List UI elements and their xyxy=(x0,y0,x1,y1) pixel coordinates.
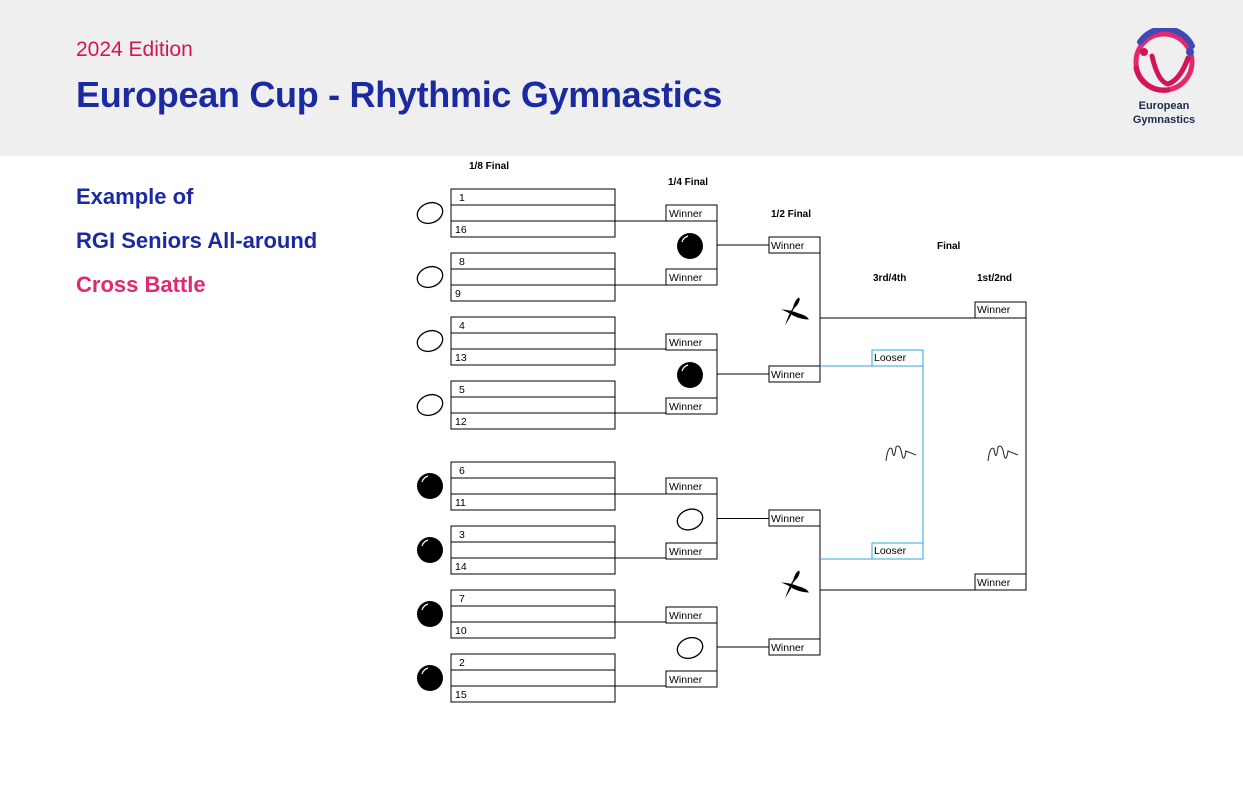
final-winner-label: Winner xyxy=(977,304,1011,316)
seed-label: 10 xyxy=(455,625,467,637)
hoop-icon xyxy=(416,201,444,225)
sf-winner-label: Winner xyxy=(771,642,805,654)
round-label-first: 1st/2nd xyxy=(977,273,1012,284)
seed-label: 4 xyxy=(459,320,465,332)
seed-label: 5 xyxy=(459,384,465,396)
seed-box xyxy=(450,493,616,511)
qf-winner-label: Winner xyxy=(669,272,703,284)
hoop-icon xyxy=(676,636,704,660)
seed-box xyxy=(450,316,616,334)
seed-box xyxy=(450,188,616,206)
qf-winner-label: Winner xyxy=(669,610,703,622)
round-label-r16: 1/8 Final xyxy=(469,161,509,172)
seed-box xyxy=(450,204,616,222)
seed-box xyxy=(450,589,616,607)
qf-winner-label: Winner xyxy=(669,401,703,413)
round-label-third: 3rd/4th xyxy=(873,273,906,284)
seed-label: 8 xyxy=(459,256,465,268)
clubs-icon xyxy=(781,570,809,599)
seed-box xyxy=(450,669,616,687)
qf-winner-label: Winner xyxy=(669,481,703,493)
seed-box xyxy=(450,605,616,623)
side-line-3: Cross Battle xyxy=(76,272,206,297)
seed-label: 11 xyxy=(455,497,466,509)
clubs-icon xyxy=(781,297,809,326)
looser-label: Looser xyxy=(874,545,907,557)
seed-label: 13 xyxy=(455,352,467,364)
page-title: European Cup - Rhythmic Gymnastics xyxy=(76,74,722,115)
seed-box xyxy=(450,621,616,639)
seed-label: 7 xyxy=(459,593,465,605)
hoop-icon xyxy=(676,508,704,531)
seed-label: 3 xyxy=(459,529,465,541)
qf-winner-label: Winner xyxy=(669,674,703,686)
seed-box xyxy=(450,332,616,350)
qf-winner-label: Winner xyxy=(669,337,703,349)
seed-box xyxy=(450,653,616,671)
seed-label: 14 xyxy=(455,561,467,573)
qf-winner-label: Winner xyxy=(669,546,703,558)
seed-box xyxy=(450,477,616,495)
round-label-qf: 1/4 Final xyxy=(668,177,708,188)
logo-text-line2: Gymnastics xyxy=(1132,114,1196,126)
seed-box xyxy=(450,252,616,270)
seed-box xyxy=(450,461,616,479)
seed-box xyxy=(450,396,616,414)
european-gymnastics-logo: European Gymnastics xyxy=(1118,25,1210,132)
ball-icon xyxy=(417,537,443,563)
round-label-sf: 1/2 Final xyxy=(771,209,811,220)
side-line-1: Example of xyxy=(76,184,194,209)
header-band: 2024 Edition European Cup - Rhythmic Gym… xyxy=(0,0,1243,156)
seed-label: 12 xyxy=(455,416,467,428)
final-winner-label: Winner xyxy=(977,577,1011,589)
side-line-2: RGI Seniors All-around xyxy=(76,228,318,253)
ribbon-icon xyxy=(885,445,917,462)
seed-label: 16 xyxy=(455,224,467,236)
seed-label: 15 xyxy=(455,689,467,701)
seed-label: 6 xyxy=(459,465,465,477)
sf-winner-label: Winner xyxy=(771,513,805,525)
seed-label: 1 xyxy=(459,192,465,204)
seed-box xyxy=(450,412,616,430)
seed-box xyxy=(450,268,616,286)
looser-label: Looser xyxy=(874,352,907,364)
ribbon-icon xyxy=(987,445,1019,462)
ball-icon xyxy=(417,601,443,627)
seed-label: 9 xyxy=(455,288,461,300)
seed-box xyxy=(450,220,616,238)
qf-winner-label: Winner xyxy=(669,208,703,220)
ball-icon xyxy=(417,473,443,499)
seed-box xyxy=(450,284,616,302)
seed-box xyxy=(450,685,616,703)
edition-label: 2024 Edition xyxy=(76,38,193,61)
seed-box xyxy=(450,525,616,543)
seed-label: 2 xyxy=(459,657,465,669)
ball-icon xyxy=(677,233,703,259)
sf-winner-label: Winner xyxy=(771,369,805,381)
logo-text-line1: European xyxy=(1138,100,1190,112)
ball-icon xyxy=(417,665,443,691)
seed-box xyxy=(450,348,616,366)
seed-box xyxy=(450,557,616,575)
ball-icon xyxy=(677,362,703,388)
hoop-icon xyxy=(416,393,444,417)
seed-box xyxy=(450,541,616,559)
sf-winner-label: Winner xyxy=(771,240,805,252)
seed-box xyxy=(450,380,616,398)
hoop-icon xyxy=(416,329,444,353)
round-label-final: Final xyxy=(937,241,961,252)
hoop-icon xyxy=(416,265,444,289)
